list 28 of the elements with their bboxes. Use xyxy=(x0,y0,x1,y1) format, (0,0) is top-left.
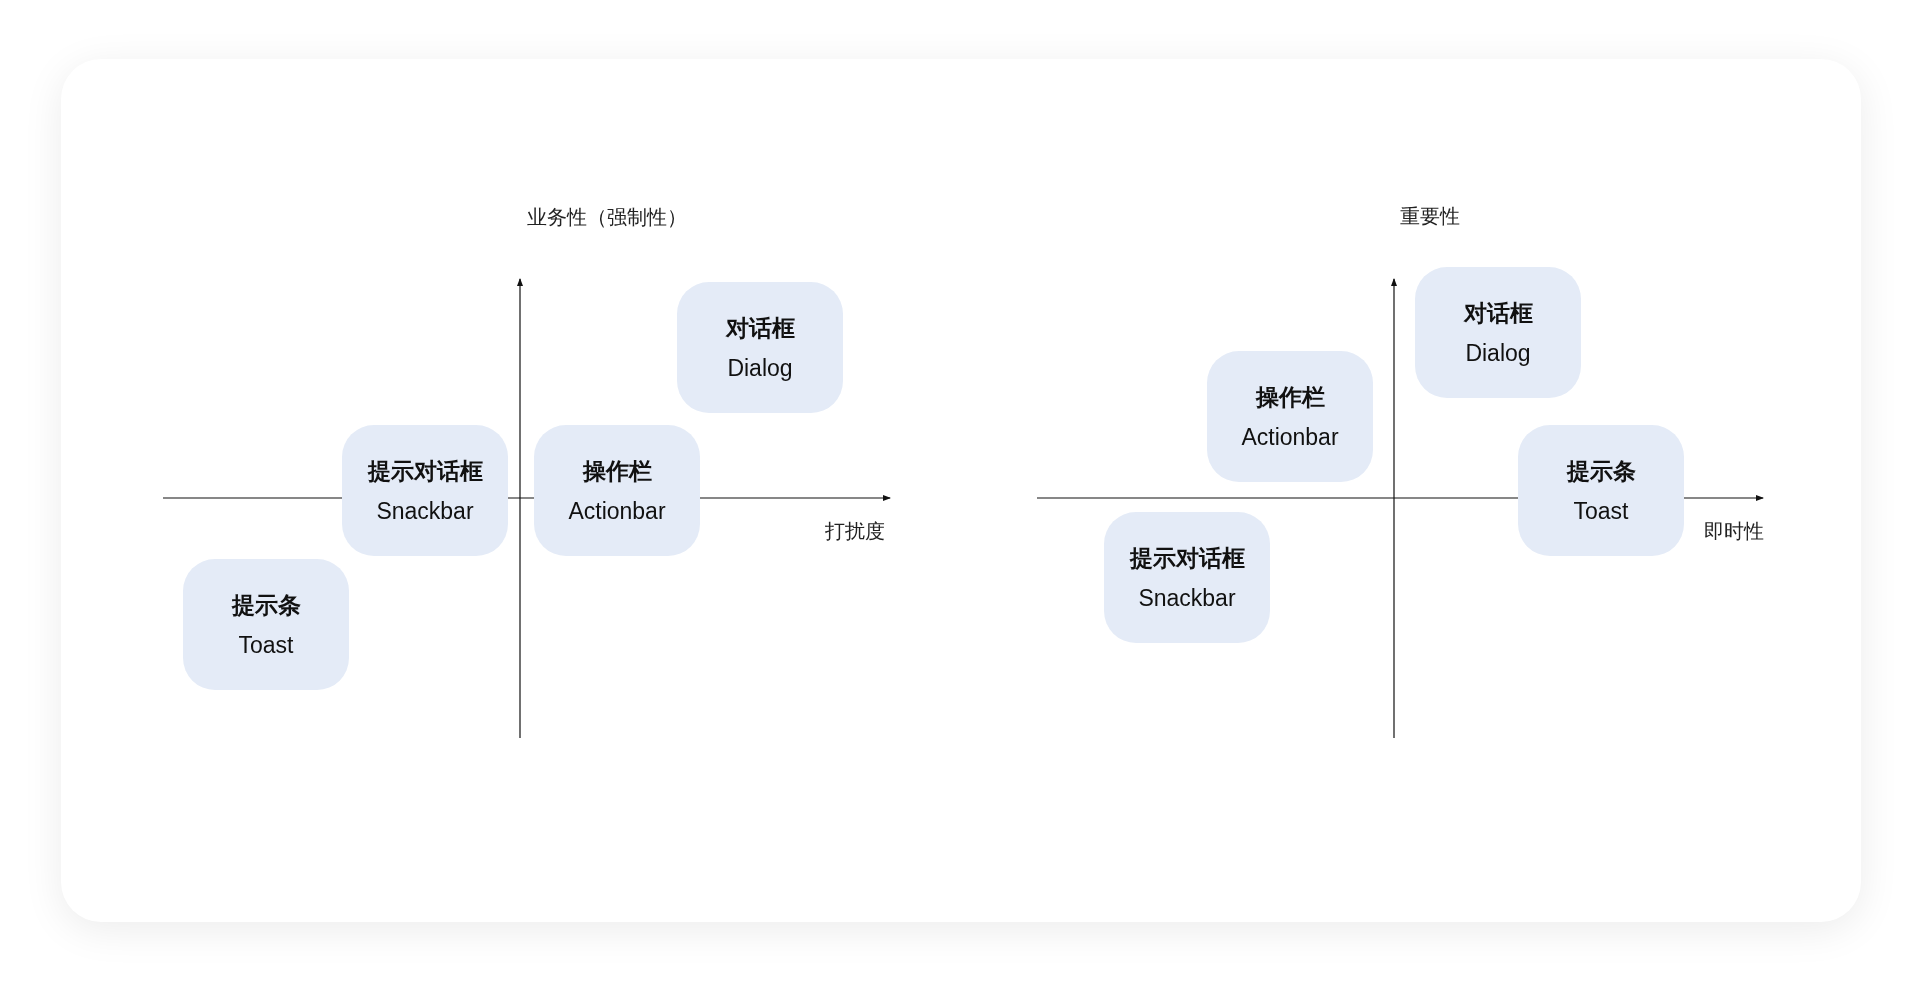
box-subtitle: Dialog xyxy=(727,354,793,381)
component-box xyxy=(534,425,700,556)
box-title: 操作栏 xyxy=(582,457,652,484)
component-box xyxy=(183,559,349,690)
box-title: 对话框 xyxy=(1463,299,1533,326)
box-subtitle: Snackbar xyxy=(1138,584,1236,611)
component-box xyxy=(1104,512,1270,643)
box-subtitle: Toast xyxy=(1573,497,1629,524)
component-box xyxy=(342,425,508,556)
axis-label: 业务性（强制性） xyxy=(527,205,687,230)
axis-label: 即时性 xyxy=(1704,519,1764,544)
box-subtitle: Dialog xyxy=(1465,339,1531,366)
box-subtitle: Actionbar xyxy=(568,497,666,524)
axis-label: 打扰度 xyxy=(825,519,885,544)
box-title: 提示条 xyxy=(231,591,301,618)
box-title: 对话框 xyxy=(725,314,795,341)
box-title: 提示条 xyxy=(1566,457,1636,484)
component-box xyxy=(1518,425,1684,556)
component-box xyxy=(1207,351,1373,482)
component-box xyxy=(1415,267,1581,398)
box-title: 提示对话框 xyxy=(367,457,483,484)
box-subtitle: Actionbar xyxy=(1241,423,1339,450)
box-subtitle: Toast xyxy=(238,631,294,658)
box-subtitle: Snackbar xyxy=(376,497,474,524)
component-box xyxy=(677,282,843,413)
axis-label: 重要性 xyxy=(1400,204,1460,229)
box-title: 提示对话框 xyxy=(1129,544,1245,571)
box-title: 操作栏 xyxy=(1255,383,1325,410)
